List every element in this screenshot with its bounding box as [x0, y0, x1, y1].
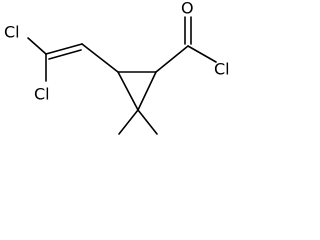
- bond-ring-right-bottom: [137, 71, 157, 111]
- bond-methyl-right: [137, 109, 158, 135]
- bond-methyl-left: [118, 109, 139, 135]
- atom-label-cl-bottom-left: Cl: [34, 85, 50, 104]
- bond-ring-to-carbonyl-carbon: [155, 45, 189, 73]
- bond-cl-top-to-vinyl-carbon: [27, 37, 47, 55]
- bond-vinyl-double-secondary: [48, 49, 82, 60]
- chemical-structure-diagram: Cl Cl O Cl: [4, 0, 230, 135]
- bond-vinyl-to-ring: [81, 43, 119, 73]
- atom-label-o-carbonyl: O: [181, 0, 194, 18]
- bond-carbonyl-to-cl: [187, 45, 217, 63]
- bond-ring-left-bottom: [117, 71, 139, 111]
- bond-vinyl-double-primary: [45, 43, 83, 55]
- atom-label-cl-acyl: Cl: [214, 60, 230, 79]
- atom-label-cl-top-left: Cl: [4, 23, 20, 42]
